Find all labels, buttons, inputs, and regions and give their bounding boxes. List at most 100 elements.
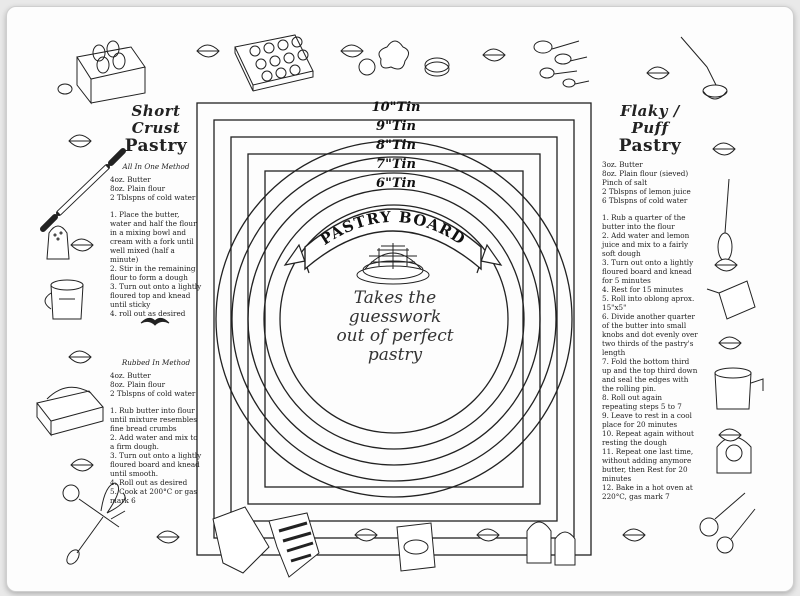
leaf-icon <box>70 458 94 472</box>
tin-label-9: 9"Tin <box>376 119 416 134</box>
leaf-icon <box>196 44 220 58</box>
step-item: 8. Roll out again repeating steps 5 to 7 <box>602 393 682 411</box>
ingredient-item: 3oz. Butter <box>602 160 643 169</box>
leaf-icon <box>68 350 92 364</box>
step-item: 2. Add water and mix to a firm dough. <box>110 433 198 451</box>
pastry-cutters-icon <box>358 40 450 77</box>
leaf-icon <box>340 44 364 58</box>
tin-label-10: 10"Tin <box>371 100 421 115</box>
ingredient-item: 2 Tblspns of cold water <box>110 389 196 398</box>
leaf-icon <box>622 528 646 542</box>
tin-10-square <box>196 102 592 556</box>
tin-6-circle <box>279 204 509 434</box>
slogan-line: pastry <box>367 345 423 365</box>
leaf-icon <box>68 134 92 148</box>
short-crust-title-line1: Short Crust <box>131 102 181 137</box>
tin-9-circle <box>231 156 557 482</box>
slogan-line: Takes the <box>353 288 437 308</box>
wooden-spoon-icon <box>717 178 733 262</box>
tin-label-6: 6"Tin <box>376 176 416 191</box>
step-item: 10. Repeat again without resting the dou… <box>602 429 694 447</box>
leaf-icon <box>712 142 736 156</box>
pastry-board-banner: PASTRY BOARD <box>283 208 503 274</box>
measuring-spoons-icon <box>533 40 590 88</box>
step-item: 3. Turn out onto a lightly floured board… <box>602 258 694 285</box>
step-item: 4. Roll out as desired <box>110 478 188 487</box>
tin-8-circle <box>247 172 541 466</box>
ingredient-item: 8oz. Plain flour <box>110 380 166 389</box>
step-list: 1. Rub butter into flour until mixture r… <box>110 406 202 505</box>
step-list: 1. Rub a quarter of the butter into the … <box>602 213 698 501</box>
ingredient-item: Pinch of salt <box>602 178 648 187</box>
slogan-line: guesswork <box>348 307 442 327</box>
ingredient-item: 4oz. Butter <box>110 371 151 380</box>
butter-dish-icon <box>36 386 104 437</box>
tin-label-7: 7"Tin <box>376 157 416 172</box>
flaky-puff-title-line1: Flaky / Puff <box>620 102 680 137</box>
sieve-icon <box>680 36 728 100</box>
step-item: 4. Rest for 15 minutes <box>602 285 684 294</box>
step-item: 1. Rub a quarter of the butter into the … <box>602 213 686 231</box>
step-item: 4. roll out as desired <box>110 309 186 318</box>
leaf-icon <box>646 66 670 80</box>
ingredient-item: 2 Tblspns of cold water <box>110 193 196 202</box>
sifter-icon <box>714 367 764 410</box>
step-item: 9. Leave to rest in a cool place for 20 … <box>602 411 692 429</box>
salt-shaker-icon <box>46 225 70 260</box>
jug-icon <box>44 279 84 320</box>
measuring-cup-icon <box>706 280 756 320</box>
method-heading: All In One Method <box>122 162 190 171</box>
slogan: Takes the guesswork out of perfect pastr… <box>325 289 465 365</box>
flaky-puff-title-line2: Pastry <box>618 136 682 156</box>
leaf-icon <box>354 528 378 542</box>
egg-box-icon <box>57 40 146 105</box>
bun-tray-icon <box>234 34 314 92</box>
oven-glove-icon <box>212 506 320 578</box>
flour-bag-icon <box>396 522 436 572</box>
step-item: 5. Cook at 200°C or gas mark 6 <box>110 487 198 505</box>
tin-9-square <box>213 119 575 539</box>
step-list: 1. Place the butter, water and half the … <box>110 210 202 318</box>
leaf-icon <box>718 428 742 442</box>
slogan-line: out of perfect <box>336 326 454 346</box>
salt-pepper-icon <box>526 521 576 566</box>
board-artwork: PASTRY BOARD <box>36 34 764 578</box>
rolling-pin-icon <box>40 148 126 232</box>
egg-beater-icon <box>62 484 126 528</box>
tin-8-square <box>230 136 558 522</box>
step-item: 12. Bake in a hot oven at 220°C, gas mar… <box>602 483 693 501</box>
step-item: 3. Turn out onto a lightly floured board… <box>110 451 202 478</box>
step-item: 2. Stir in the remaining flour to form a… <box>110 264 196 282</box>
ingredient-item: 6 Tblspns of cold water <box>602 196 688 205</box>
leaf-icon <box>718 336 742 350</box>
step-item: 7. Fold the bottom third up and the top … <box>602 357 698 393</box>
step-item: 2. Add water and lemon juice and mix to … <box>602 231 690 258</box>
short-crust-recipe: Short Crust Pastry All In One Method 4oz… <box>110 102 202 506</box>
ingredient-item: 8oz. Plain flour <box>110 184 166 193</box>
step-item: 11. Repeat one last time, without adding… <box>602 447 694 483</box>
step-item: 6. Divide another quarter of the butter … <box>602 312 698 357</box>
leaf-icon <box>714 258 738 272</box>
leaf-icon <box>156 530 180 544</box>
step-item: 1. Place the butter, water and half the … <box>110 210 197 264</box>
whisk-icon <box>66 482 126 565</box>
leaf-icon <box>482 48 506 62</box>
leaf-icon <box>70 238 94 252</box>
pie-icon <box>356 243 430 285</box>
leaf-decorations <box>68 44 742 544</box>
step-item: 3. Turn out onto a lightly floured top a… <box>110 282 202 309</box>
step-item: 5. Roll into oblong aprox. 15"x5" <box>602 294 695 312</box>
leaf-icon <box>476 528 500 542</box>
ingredient-item: 8oz. Plain flour (sieved) <box>602 169 689 178</box>
method-heading: Rubbed In Method <box>121 358 191 367</box>
tin-10-circle <box>215 140 573 498</box>
tin-7-circle <box>263 188 525 450</box>
ingredient-item: 4oz. Butter <box>110 175 151 184</box>
step-item: 1. Rub butter into flour until mixture r… <box>110 406 197 433</box>
pastry-board: PASTRY BOARD <box>6 6 794 592</box>
short-crust-title-line2: Pastry <box>124 136 188 156</box>
